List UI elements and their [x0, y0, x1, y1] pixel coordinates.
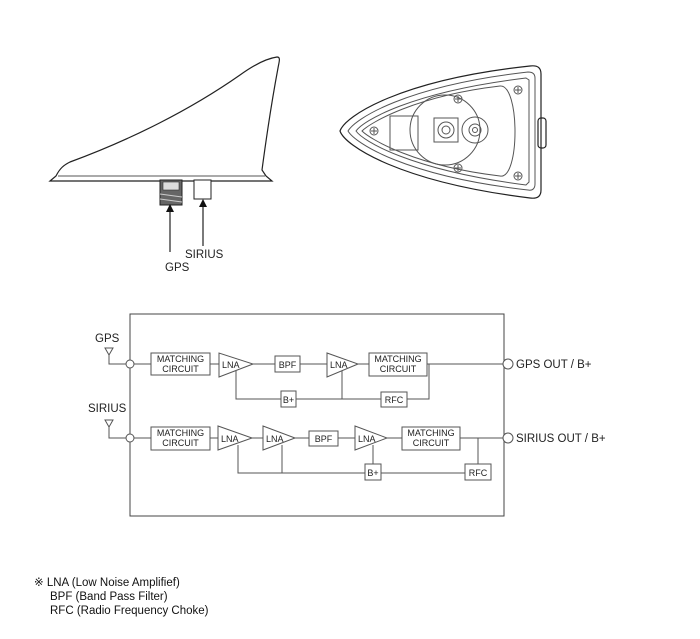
svg-text:CIRCUIT: CIRCUIT: [380, 364, 417, 374]
svg-text:RFC: RFC: [385, 395, 404, 405]
antenna-side-view: GPS SIRIUS: [48, 56, 280, 274]
screw-icons: [369, 85, 523, 181]
note-symbol: ※: [34, 577, 44, 589]
sirius-output-terminal: [502, 432, 514, 444]
svg-text:LNA: LNA: [222, 360, 240, 370]
svg-text:B+: B+: [283, 395, 294, 405]
block-diagram: GPS MATCHING CIRCUIT LNA BPF LNA MATCHIN…: [88, 313, 606, 517]
svg-text:MATCHING: MATCHING: [157, 354, 204, 364]
svg-text:B+: B+: [367, 468, 378, 478]
legend-item: BPF (Band Pass Filter): [50, 591, 168, 603]
gps-input-label: GPS: [95, 333, 120, 345]
svg-text:LNA: LNA: [221, 434, 239, 444]
svg-text:MATCHING: MATCHING: [157, 428, 204, 438]
sirius-antenna-icon: [104, 419, 126, 439]
svg-text:MATCHING: MATCHING: [407, 428, 454, 438]
gps-output-terminal: [502, 358, 514, 370]
svg-text:MATCHING: MATCHING: [374, 354, 421, 364]
svg-text:LNA: LNA: [266, 434, 284, 444]
antenna-bottom-view: [339, 65, 547, 199]
svg-text:BPF: BPF: [315, 434, 333, 444]
abbreviation-legend: ※ LNA (Low Noise Amplifief) BPF (Band Pa…: [34, 576, 209, 618]
gps-output-label: GPS OUT / B+: [516, 359, 592, 371]
svg-text:CIRCUIT: CIRCUIT: [162, 364, 199, 374]
svg-text:CIRCUIT: CIRCUIT: [162, 438, 199, 448]
svg-text:RFC: RFC: [469, 468, 488, 478]
gps-antenna-icon: [104, 347, 126, 365]
svg-text:LNA: LNA: [330, 360, 348, 370]
sirius-input-label: SIRIUS: [88, 403, 127, 415]
gps-connector-label: GPS: [165, 262, 190, 274]
legend-item: LNA (Low Noise Amplifief): [46, 577, 180, 589]
svg-text:LNA: LNA: [358, 434, 376, 444]
svg-text:CIRCUIT: CIRCUIT: [413, 438, 450, 448]
svg-text:BPF: BPF: [279, 360, 297, 370]
legend-item: RFC (Radio Frequency Choke): [50, 605, 209, 617]
sirius-output-label: SIRIUS OUT / B+: [516, 433, 606, 445]
sirius-connector-label: SIRIUS: [185, 249, 224, 261]
